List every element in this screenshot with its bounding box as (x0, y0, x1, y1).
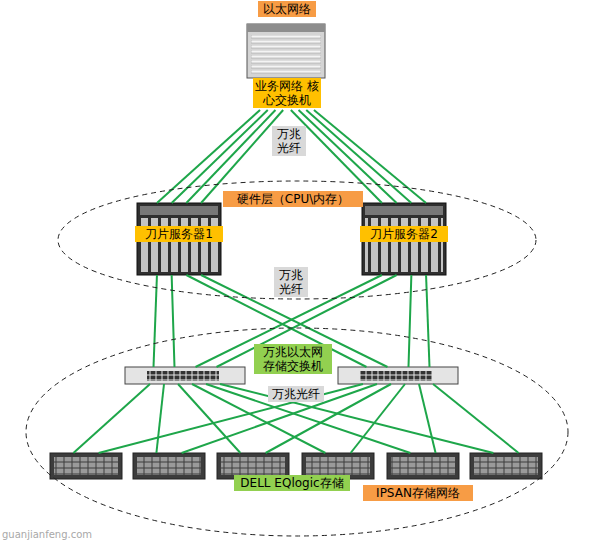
blade-server: 刀片服务器2 (362, 203, 446, 275)
switch-label: 万兆以太网 存储交换机 (254, 344, 332, 374)
fiber-link (266, 384, 391, 453)
fiber-link (201, 110, 283, 203)
core-switch-slots (251, 35, 321, 75)
storage-array (133, 453, 205, 479)
ellipse-outline (26, 328, 568, 536)
fiber-link (314, 110, 426, 203)
layer-heading: 硬件层（CPU\内存） (223, 191, 363, 207)
switch-label: 业务网络 核心交换机 (253, 78, 321, 108)
fiber-link (156, 384, 164, 453)
core-switch: 以太网络业务网络 核心交换机 (243, 22, 331, 110)
storage-body (387, 453, 459, 479)
storage-body (133, 453, 205, 479)
fiber-link (299, 110, 397, 203)
switch-ports (360, 371, 432, 381)
fiber-link (409, 275, 412, 367)
watermark: guanjianfeng.com (0, 527, 120, 543)
storage-drives (474, 457, 538, 475)
fiber-link (306, 110, 411, 203)
fiber-link (291, 110, 382, 203)
core-switch-top (247, 24, 325, 32)
fiber-link (172, 110, 268, 203)
fiber-link (433, 384, 519, 453)
fiber-link (172, 275, 175, 367)
fiber-link (419, 384, 436, 453)
storage-array (50, 453, 122, 479)
storage-drives (306, 457, 370, 475)
storage-array (387, 453, 459, 479)
fiber-link (157, 110, 260, 203)
fiber-link (206, 384, 410, 453)
link-label: 万兆光纤 (268, 386, 324, 402)
core-switch-chassis (247, 24, 325, 78)
storage-drives (54, 457, 118, 475)
storage-switch (125, 367, 245, 384)
storage-body (50, 453, 122, 479)
ellipse-outline (58, 181, 536, 299)
blade-server: 刀片服务器1 (137, 203, 221, 275)
fiber-link (186, 110, 275, 203)
blade-top (365, 206, 443, 215)
storage-body (470, 453, 542, 479)
fiber-link (351, 384, 405, 453)
link-label: 万兆 光纤 (272, 126, 306, 156)
storage-switch (338, 367, 458, 384)
fiber-link (182, 384, 377, 453)
network-heading: 以太网络 (258, 1, 316, 17)
storage-label: DELL EQlogic存储 (234, 475, 350, 491)
fiber-link (154, 275, 157, 367)
storage-drives (221, 457, 285, 475)
fiber-link (220, 384, 493, 453)
switch-ports (147, 371, 219, 381)
network-heading: IPSAN存储网络 (363, 485, 473, 501)
fiber-link (99, 384, 363, 453)
switch-body (338, 367, 458, 384)
fiber-link (426, 275, 429, 367)
blade-top (140, 206, 218, 215)
storage-array (470, 453, 542, 479)
switch-body (125, 367, 245, 384)
storage-drives (137, 457, 201, 475)
server-label: 刀片服务器1 (135, 226, 223, 242)
link-label: 万兆 光纤 (274, 267, 308, 297)
storage-drives (391, 457, 455, 475)
server-label: 刀片服务器2 (360, 226, 448, 242)
